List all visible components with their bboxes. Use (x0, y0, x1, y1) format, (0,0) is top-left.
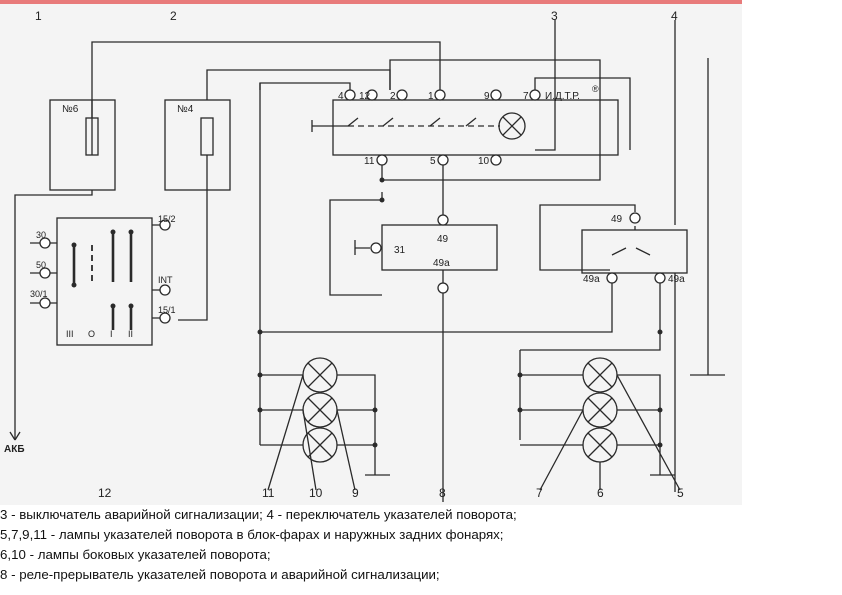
switch-manufacturer-mark: И.Д.Т.Р. (545, 91, 580, 102)
turn-switch-terminal-49a-right: 49а (668, 274, 685, 285)
relay-terminal-31: 31 (394, 245, 406, 256)
ignition-position-1: I (110, 329, 113, 339)
callout-2: 2 (170, 9, 177, 23)
ignition-terminal-int: INT (158, 275, 173, 285)
switch-terminal-5: 5 (430, 156, 436, 167)
relay-terminal-49a: 49а (433, 258, 450, 269)
turn-switch-terminal-49a-left: 49а (583, 274, 600, 285)
fuse-right-label: №4 (177, 104, 194, 115)
callout-10: 10 (309, 486, 323, 500)
legend-line-3: 6,10 - лампы боковых указателей поворота… (0, 547, 271, 562)
switch-terminal-4: 4 (338, 91, 344, 102)
switch-terminal-7: 7 (523, 91, 529, 102)
battery-label: АКБ (4, 444, 25, 455)
ignition-terminal-30: 30 (36, 230, 46, 240)
ignition-position-2: II (128, 329, 133, 339)
callout-11: 11 (262, 486, 275, 500)
callout-6: 6 (597, 486, 604, 500)
callout-5: 5 (677, 486, 684, 500)
ignition-position-0: O (88, 329, 95, 339)
ignition-terminal-30-1: 30/1 (30, 289, 48, 299)
ignition-terminal-15-1: 15/1 (158, 305, 176, 315)
callout-4: 4 (671, 9, 678, 23)
registered-mark: ® (592, 84, 599, 94)
ignition-position-3: III (66, 329, 74, 339)
switch-terminal-11: 11 (364, 156, 375, 167)
legend-line-2: 5,7,9,11 - лампы указателей поворота в б… (0, 527, 504, 542)
callout-7: 7 (536, 486, 543, 500)
legend-line-4: 8 - реле-прерыватель указателей поворота… (0, 567, 440, 582)
legend-line-1: 3 - выключатель аварийной сигнализации; … (0, 507, 517, 522)
callout-9: 9 (352, 486, 359, 500)
turn-switch-terminal-49: 49 (611, 214, 623, 225)
wiring-diagram: 1 2 3 4 5 6 7 8 9 10 11 12 №6 №4 АКБ 30 … (4, 9, 725, 502)
legend-caption: 3 - выключатель аварийной сигнализации; … (0, 505, 842, 585)
switch-terminal-10: 10 (478, 156, 490, 167)
callout-1: 1 (35, 9, 42, 23)
callout-8: 8 (439, 486, 446, 500)
ignition-terminal-15-2: 15/2 (158, 214, 176, 224)
switch-terminal-1: 1 (428, 91, 434, 102)
top-color-stripe (0, 0, 742, 4)
switch-terminal-12: 12 (359, 91, 371, 102)
callout-3: 3 (551, 9, 558, 23)
callout-12: 12 (98, 486, 112, 500)
switch-terminal-9: 9 (484, 91, 490, 102)
switch-terminal-2: 2 (390, 91, 396, 102)
fuse-left-label: №6 (62, 104, 79, 115)
relay-terminal-49: 49 (437, 234, 449, 245)
ignition-terminal-50: 50 (36, 260, 46, 270)
